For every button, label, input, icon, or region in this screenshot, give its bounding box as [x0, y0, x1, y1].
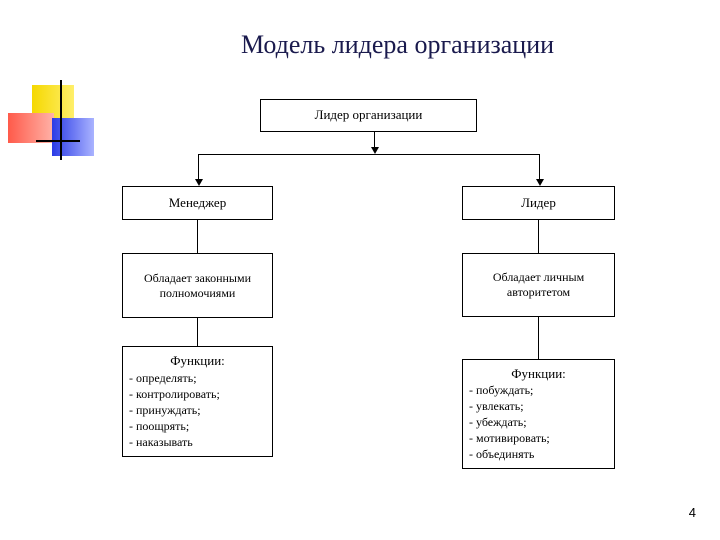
manager-functions-list: - определять; - контролировать; - принуж… [123, 370, 272, 450]
connector-left-2 [197, 318, 198, 346]
leader-functions-box: Функции: - побуждать; - увлекать; - убеж… [462, 359, 615, 469]
decorative-blue-square [52, 118, 94, 156]
leader-functions-list: - побуждать; - увлекать; - убеждать; - м… [463, 382, 614, 462]
leader-label: Лидер [521, 194, 556, 210]
leader-authority-box: Обладает личным авторитетом [462, 253, 615, 317]
arrowhead-top [371, 147, 379, 154]
manager-authority-box: Обладает законными полномочиями [122, 253, 273, 318]
list-item: - принуждать; [129, 402, 201, 417]
list-item: - объединять [469, 447, 535, 462]
connector-top-stem [374, 132, 375, 152]
arrowhead-right [536, 179, 544, 186]
connector-right-drop [539, 154, 540, 180]
decorative-vertical-line [60, 80, 62, 160]
manager-authority-label: Обладает законными полномочиями [144, 270, 251, 300]
manager-label: Менеджер [168, 194, 227, 210]
connector-horizontal [198, 154, 540, 155]
manager-functions-box: Функции: - определять; - контролировать;… [122, 346, 273, 457]
manager-box: Менеджер [122, 186, 273, 220]
organization-leader-box: Лидер организации [260, 99, 477, 132]
list-item: - мотивировать; [469, 431, 550, 446]
organization-leader-label: Лидер организации [314, 107, 423, 123]
connector-left-1 [197, 220, 198, 253]
list-item: - убеждать; [469, 415, 527, 430]
decorative-red-rectangle [8, 113, 54, 143]
list-item: - определять; [129, 370, 197, 385]
leader-authority-label: Обладает личным авторитетом [492, 270, 585, 299]
connector-right-2 [538, 317, 539, 359]
page-number: 4 [688, 505, 696, 520]
connector-right-1 [538, 220, 539, 253]
list-item: - увлекать; [469, 399, 524, 414]
leader-functions-title: Функции: [511, 365, 566, 381]
manager-functions-title: Функции: [170, 353, 225, 369]
connector-left-drop [198, 154, 199, 180]
decorative-horizontal-line [36, 140, 80, 142]
page-title: Модель лидера организации [240, 30, 555, 59]
list-item: - контролировать; [129, 386, 220, 401]
arrowhead-left [195, 179, 203, 186]
list-item: - наказывать [129, 434, 193, 449]
list-item: - поощрять; [129, 418, 190, 433]
list-item: - побуждать; [469, 383, 534, 398]
leader-box: Лидер [462, 186, 615, 220]
